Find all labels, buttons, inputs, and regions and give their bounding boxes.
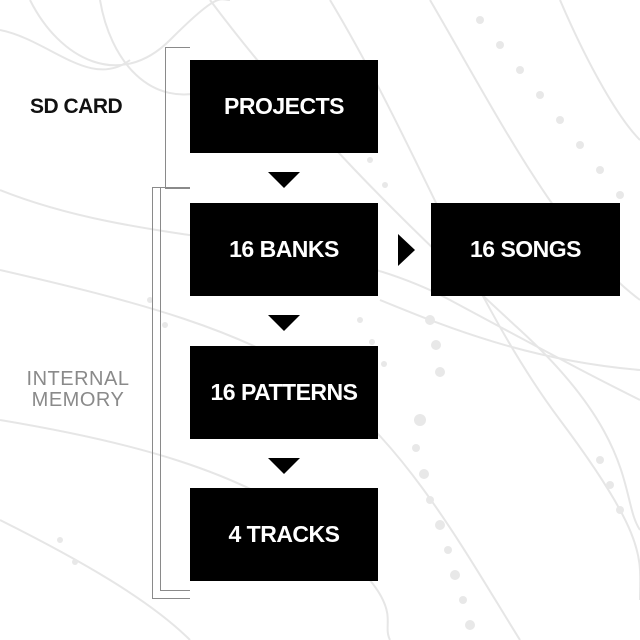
internal-memory-bracket: [152, 187, 190, 599]
tracks-label: 4 TRACKS: [228, 521, 340, 547]
sd-card-label: SD CARD: [30, 95, 123, 118]
arrow-down-icon: [268, 458, 300, 474]
patterns-label: 16 PATTERNS: [210, 379, 358, 405]
banks-label: 16 BANKS: [229, 236, 339, 262]
projects-box: PROJECTS: [190, 60, 378, 153]
projects-label: PROJECTS: [224, 93, 344, 119]
internal-label-line1: INTERNAL: [26, 368, 130, 390]
songs-label: 16 SONGS: [469, 236, 582, 262]
banks-box: 16 BANKS: [190, 203, 378, 296]
arrow-down-icon: [268, 315, 300, 331]
internal-memory-label: INTERNAL MEMORY: [12, 369, 144, 411]
patterns-box: 16 PATTERNS: [190, 346, 378, 439]
internal-label-line2: MEMORY: [31, 389, 125, 411]
songs-box: 16 SONGS: [431, 203, 620, 296]
tracks-box: 4 TRACKS: [190, 488, 378, 581]
internal-memory-bracket-inner: [160, 187, 190, 591]
arrow-right-icon: [398, 234, 415, 266]
sd-card-bracket: [165, 47, 190, 189]
arrow-down-icon: [268, 172, 300, 188]
